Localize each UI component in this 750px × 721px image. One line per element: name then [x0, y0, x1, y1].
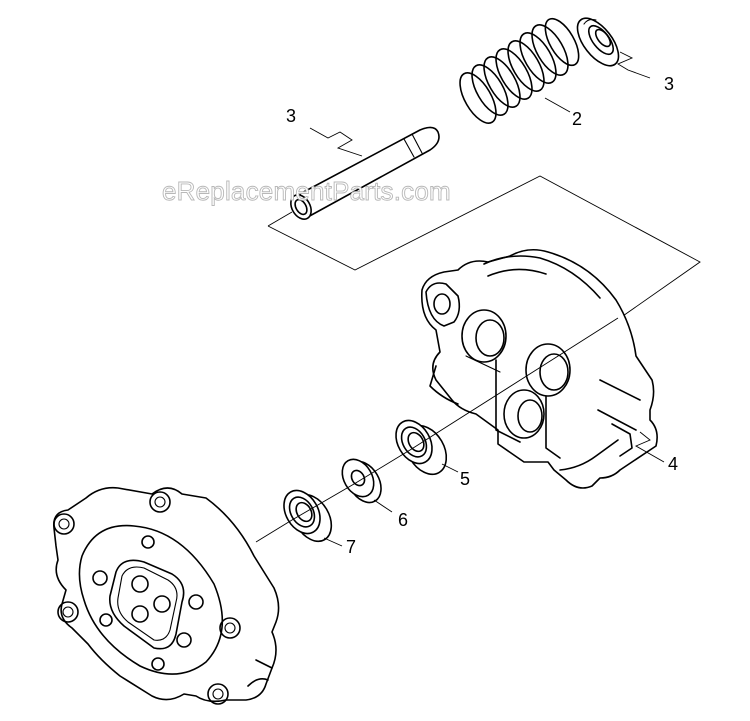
- cover-plate: [52, 486, 280, 705]
- callout-6-ring: 6: [398, 510, 408, 530]
- callout-5-seal: 5: [460, 469, 470, 489]
- callout-7-seal: 7: [346, 537, 356, 557]
- part-7-seal: [283, 489, 343, 547]
- assembly-bracket: [267, 175, 701, 319]
- part-3-washer-top: [576, 17, 651, 79]
- callout-2-spring: 2: [572, 109, 582, 129]
- part-4-housing: [420, 248, 665, 489]
- part-3-piston: [290, 126, 440, 220]
- callout-4-housing: 4: [668, 454, 678, 474]
- shaft-centerline: [255, 317, 619, 543]
- watermark-text: eReplacementParts.com: [162, 176, 451, 206]
- part-5-seal: [395, 419, 459, 476]
- callout-3-washer: 3: [664, 74, 674, 94]
- part-2-spring: [459, 17, 580, 124]
- part-6-ring: [341, 458, 393, 513]
- callout-3-piston: 3: [286, 106, 296, 126]
